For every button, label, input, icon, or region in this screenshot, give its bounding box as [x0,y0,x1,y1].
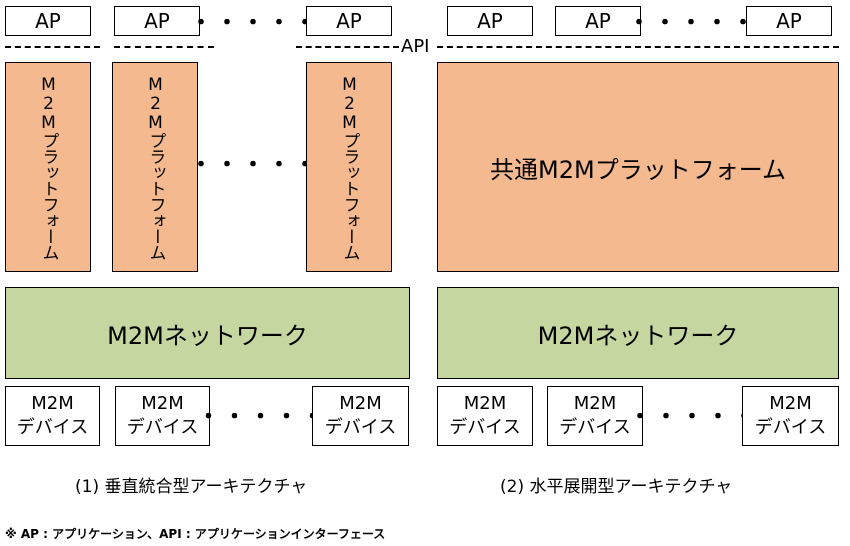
ap-label: AP [35,9,61,33]
device-line1: M2M [463,393,507,414]
device-line2: デバイス [754,417,827,438]
ellipsis-device-right: ・・・・・ [629,405,760,430]
ap-box-right-2: AP [555,6,641,36]
m2m-network-left: M2Mネットワーク [5,287,410,379]
footnote: ※ AP : アプリケーション、API : アプリケーションインターフェース [5,527,386,541]
ellipsis-ap-left: ・・・・・ [190,11,321,36]
platform-label: M2Mプラットフォーム [145,75,166,260]
m2m-device-right-2: M2M デバイス [547,386,643,446]
ap-label: AP [585,9,611,33]
m2m-network-right: M2Mネットワーク [437,287,839,379]
common-platform-label: 共通M2Mプラットフォーム [490,155,786,184]
ap-box-left-1: AP [5,6,91,36]
caption-horizontal-architecture: (2) 水平展開型アーキテクチャ [500,477,733,497]
device-line2: デバイス [449,417,521,438]
platform-label: M2Mプラットフォーム [38,75,59,260]
device-line1: M2M [31,393,74,414]
ellipsis-device-left: ・・・・・ [197,405,328,430]
m2m-platform-vertical-2: M2Mプラットフォーム [112,62,198,272]
ap-box-left-2: AP [114,6,200,36]
ap-box-right-3: AP [746,6,832,36]
m2m-device-left-2: M2M デバイス [115,386,210,446]
device-line2: デバイス [559,417,631,438]
device-line2: デバイス [16,417,89,438]
ap-box-right-1: AP [447,6,533,36]
m2m-device-left-3: M2M デバイス [312,386,409,446]
ap-label: AP [477,9,503,33]
ap-box-left-3: AP [306,6,392,36]
caption-vertical-architecture: (1) 垂直統合型アーキテクチャ [75,477,308,497]
api-boundary-right [437,46,839,48]
api-boundary-left-3 [296,46,399,48]
device-line2: デバイス [126,417,199,438]
m2m-device-right-3: M2M デバイス [742,386,839,446]
api-label: API [399,36,432,57]
ellipsis-ap-right: ・・・・・ [628,11,759,36]
device-line1: M2M [141,393,184,414]
ap-label: AP [776,9,802,33]
api-boundary-left-1 [5,46,100,48]
device-line1: M2M [573,393,617,414]
device-line2: デバイス [324,417,397,438]
api-boundary-left-2 [114,46,214,48]
platform-label: M2Mプラットフォーム [339,75,360,260]
device-line1: M2M [769,393,812,414]
ap-label: AP [336,9,362,33]
m2m-device-left-1: M2M デバイス [5,386,100,446]
ap-label: AP [144,9,170,33]
network-label: M2Mネットワーク [107,321,308,350]
network-label: M2Mネットワーク [537,321,739,350]
device-line1: M2M [339,393,382,414]
common-m2m-platform: 共通M2Mプラットフォーム [437,62,839,272]
ellipsis-platform-left: ・・・・・ [190,153,321,178]
m2m-device-right-1: M2M デバイス [437,386,533,446]
m2m-platform-vertical-3: M2Mプラットフォーム [306,62,392,272]
m2m-platform-vertical-1: M2Mプラットフォーム [5,62,91,272]
